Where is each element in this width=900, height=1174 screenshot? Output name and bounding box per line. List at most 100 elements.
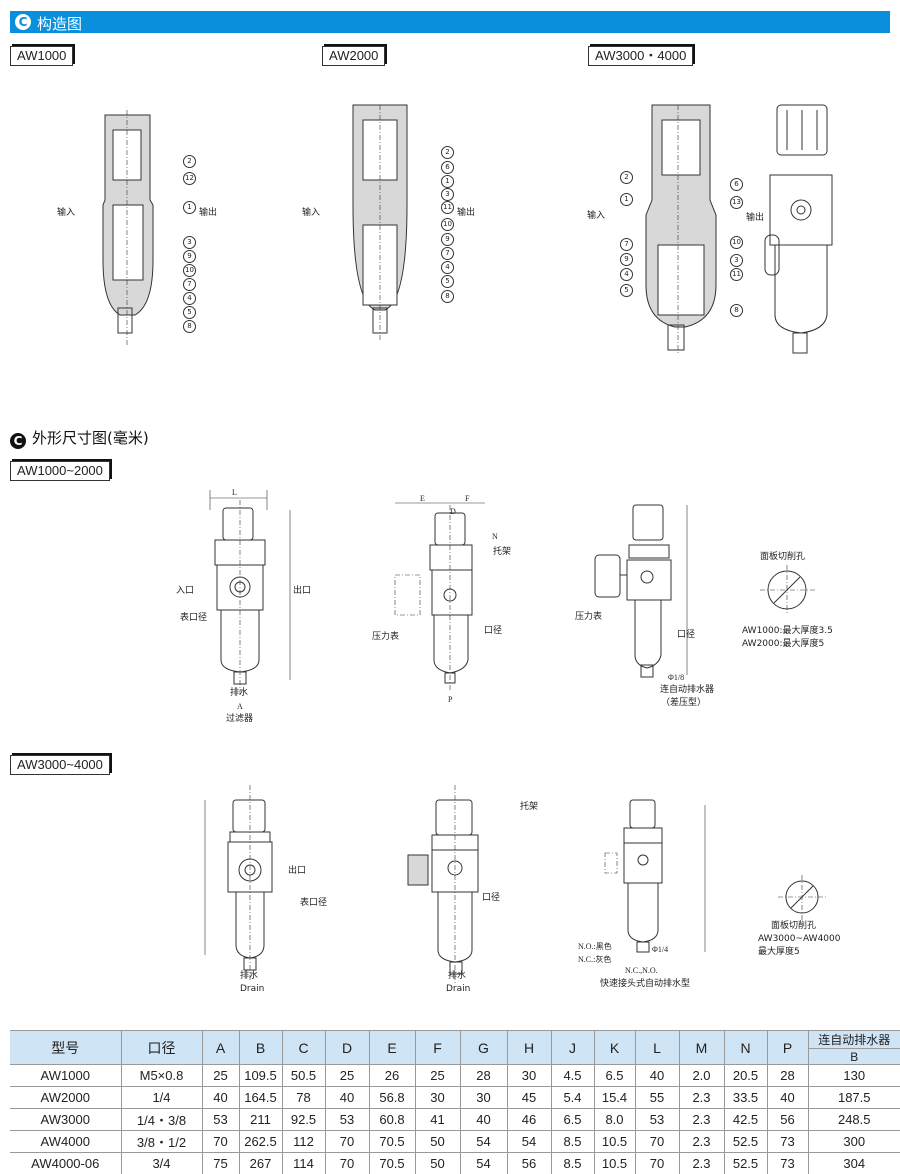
aw1000-side-dimension-drawing — [394, 502, 485, 690]
table-cell: 15.4 — [594, 1086, 636, 1109]
thickness-label-b: 最大厚度5 — [758, 947, 800, 957]
part-number-callout: 11 — [730, 268, 743, 281]
inlet-label: 入口 — [176, 586, 195, 596]
table-cell: 40 — [202, 1086, 240, 1109]
outlet-label-3: 输出 — [746, 213, 765, 223]
bracket-label: 托架 — [493, 547, 512, 557]
table-cell: 70.5 — [369, 1130, 416, 1153]
table-header-cell: 连自动排水器 — [808, 1030, 900, 1049]
table-cell: 56 — [767, 1108, 809, 1131]
table-cell: 52.5 — [724, 1152, 768, 1174]
part-number-callout: 7 — [183, 278, 196, 291]
part-number-callout: 7 — [441, 247, 454, 260]
part-number-callout: 2 — [183, 155, 196, 168]
part-number-callout: 6 — [441, 161, 454, 174]
outlet-label-1: 输出 — [199, 208, 218, 218]
table-cell: 30 — [415, 1086, 461, 1109]
part-number-callout: 1 — [620, 193, 633, 206]
part-number-callout: 8 — [183, 320, 196, 333]
table-header-cell: 型号 — [10, 1030, 122, 1065]
table-cell: 50 — [415, 1152, 461, 1174]
table-header-cell: G — [460, 1030, 508, 1065]
table-cell: 2.3 — [679, 1152, 725, 1174]
table-cell: 50 — [415, 1130, 461, 1153]
part-number-callout: 9 — [441, 233, 454, 246]
table-cell: M5×0.8 — [121, 1064, 203, 1087]
outlet-label: 出口 — [293, 586, 312, 596]
table-cell: 3/8・1/2 — [121, 1130, 203, 1153]
dim-n-label: N — [492, 532, 498, 541]
auto-drain-label: 连自动排水器 — [660, 685, 715, 695]
port-label-b: 口径 — [482, 893, 501, 903]
part-number-callout: 4 — [441, 261, 454, 274]
part-number-callout: 5 — [183, 306, 196, 319]
table-cell: 54 — [507, 1130, 552, 1153]
table-cell: 187.5 — [837, 1090, 871, 1105]
table-cell: 30 — [460, 1086, 508, 1109]
part-number-callout: 6 — [730, 178, 743, 191]
part-number-callout: 5 — [441, 275, 454, 288]
part-number-callout: 5 — [620, 284, 633, 297]
inlet-label-2: 输入 — [302, 208, 321, 218]
table-cell: 164.5 — [239, 1086, 283, 1109]
nc-no-label: N.C.,N.O. — [625, 966, 658, 975]
table-cell: 3/4 — [121, 1152, 203, 1174]
part-number-callout: 9 — [620, 253, 633, 266]
table-cell: 8.0 — [594, 1108, 636, 1131]
table-cell: 53 — [635, 1108, 680, 1131]
table-cell: 53 — [202, 1108, 240, 1131]
table-cell: 40 — [460, 1108, 508, 1131]
inlet-label-3: 输入 — [587, 211, 606, 221]
table-cell: 25 — [415, 1064, 461, 1087]
model-tag-aw1000-2000: AW1000~2000 — [10, 461, 110, 481]
section-c-icon: C — [15, 14, 31, 30]
aw3000-cross-section-drawing — [645, 104, 717, 355]
table-cell: 41 — [415, 1108, 461, 1131]
table-cell: 60.8 — [369, 1108, 416, 1131]
table-cell: 54 — [460, 1152, 508, 1174]
table-cell: 248.5 — [837, 1112, 871, 1127]
table-header-cell: M — [679, 1030, 725, 1065]
table-cell: 2.3 — [679, 1130, 725, 1153]
part-number-callout: 10 — [730, 236, 743, 249]
table-cell: 70 — [202, 1130, 240, 1153]
table-cell: 304 — [843, 1156, 866, 1171]
outlet-label-b: 出口 — [288, 866, 307, 876]
aw2000-cross-section-drawing — [352, 104, 408, 340]
outlet-label-2: 输出 — [457, 208, 476, 218]
table-header-cell: F — [415, 1030, 461, 1065]
table-cell: 55 — [635, 1086, 680, 1109]
drain-label: 排水 — [230, 688, 249, 698]
aw2000-gauge-dimension-drawing — [594, 504, 688, 678]
table-cell: 20.5 — [724, 1064, 768, 1087]
dim-a-label: A — [237, 702, 243, 711]
table-cell: 73 — [767, 1130, 809, 1153]
table-cell: 211 — [239, 1108, 283, 1131]
table-cell: AW3000 — [10, 1108, 122, 1131]
section-header-structure: C 构造图 — [10, 11, 890, 33]
table-cell: 56 — [507, 1152, 552, 1174]
section-title: 构造图 — [37, 15, 83, 33]
table-cell: 10.5 — [594, 1152, 636, 1174]
table-cell: 114 — [282, 1152, 326, 1174]
table-cell: 52.5 — [724, 1130, 768, 1153]
part-number-callout: 1 — [441, 175, 454, 188]
table-cell: 33.5 — [724, 1086, 768, 1109]
gauge-port-label-b: 表口径 — [300, 898, 328, 908]
dim-d-label: D — [450, 507, 456, 516]
table-header-cell: P — [767, 1030, 809, 1065]
model-tag-aw1000: AW1000 — [10, 46, 74, 66]
aw1000-cross-section-drawing — [102, 110, 154, 345]
part-number-callout: 3 — [183, 236, 196, 249]
aw3000-auto-drain-dimension-drawing — [604, 799, 706, 953]
part-number-callout: 1 — [183, 201, 196, 214]
table-cell: AW4000-06 — [10, 1152, 122, 1174]
drain-en-label-b: Drain — [240, 984, 265, 994]
thickness-aw1000: AW1000:最大厚度3.5 — [742, 626, 833, 636]
auto-drain-type-label: （差压型） — [661, 698, 707, 708]
part-number-callout: 12 — [183, 172, 196, 185]
